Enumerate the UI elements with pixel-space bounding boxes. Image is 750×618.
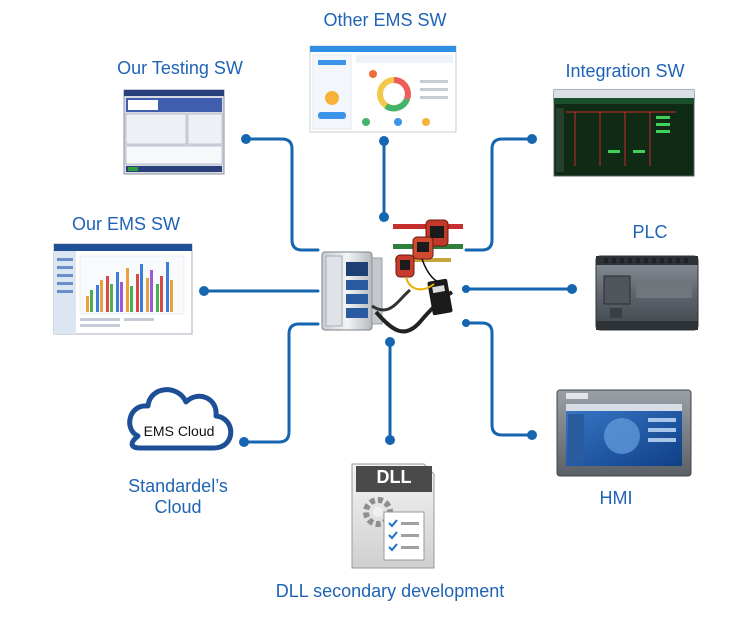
- our-ems-label: Our EMS SW: [71, 214, 180, 234]
- other-ems-screenshot: [309, 45, 457, 133]
- cloud-badge-text: EMS Cloud: [143, 423, 215, 439]
- connectors: [202, 137, 574, 444]
- dll-label: DLL secondary development: [275, 581, 505, 601]
- hmi-label: HMI: [599, 488, 633, 508]
- connector-hmi: [464, 321, 534, 437]
- connector-our-testing: [244, 137, 320, 252]
- our-testing-label: Our Testing SW: [117, 58, 243, 78]
- cloud-icon: [127, 387, 234, 451]
- our-testing-screenshot: [123, 89, 225, 175]
- meter-device-icon: [321, 219, 463, 334]
- connector-dots: [199, 134, 577, 447]
- our-ems-screenshot: [53, 243, 193, 335]
- integration-label: Integration SW: [565, 61, 685, 81]
- plc-device-icon: [595, 255, 699, 331]
- integration-screenshot: [553, 89, 695, 177]
- cloud-label-line2: Cloud: [154, 497, 202, 517]
- dll-icon-text: DLL: [376, 467, 412, 487]
- cloud-label-line1: Standardel’s: [128, 476, 228, 496]
- dll-file-icon: [351, 463, 435, 569]
- hmi-panel-icon: [556, 389, 692, 477]
- connector-integration: [464, 137, 534, 252]
- connector-cloud: [242, 322, 320, 444]
- plc-label: PLC: [632, 222, 668, 242]
- other-ems-label: Other EMS SW: [323, 10, 447, 30]
